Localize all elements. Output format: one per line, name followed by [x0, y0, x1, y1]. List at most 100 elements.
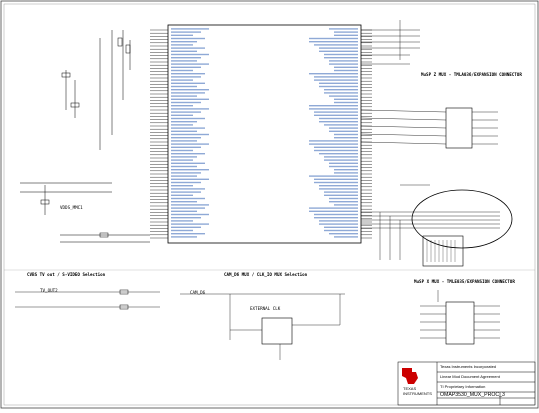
pin-name-mark [314, 44, 358, 46]
pin-name-mark [334, 137, 358, 139]
pin-name-mark [324, 226, 358, 228]
pin-name-mark [171, 137, 201, 139]
z-mux-wires [360, 109, 498, 145]
pin-name-mark [314, 79, 358, 81]
title-block [397, 361, 536, 406]
pin-name-mark [171, 53, 209, 56]
cam-mux-wires [180, 293, 345, 360]
top-right-wires [361, 20, 420, 65]
pin-name-mark [171, 185, 193, 187]
pin-name-mark [171, 188, 205, 190]
buffer-ic [422, 235, 464, 267]
pin-name-mark [171, 169, 209, 171]
pin-name-mark [171, 34, 193, 36]
pin-name-mark [319, 188, 358, 190]
pin-name-mark [309, 105, 358, 107]
cam-note: CAM_D6 [190, 290, 206, 295]
power-note: VDDS_MMC1 [60, 205, 83, 210]
part-number: OMAP3530_MUX_PROC_3 [440, 392, 505, 398]
pin-name-mark [324, 194, 358, 196]
pin-name-mark [171, 172, 201, 174]
pin-name-mark [329, 28, 358, 30]
pin-name-mark [171, 73, 205, 75]
pin-name-mark [171, 197, 205, 200]
pin-name-mark [171, 95, 197, 97]
pin-name-mark [171, 31, 201, 33]
pin-name-mark [319, 82, 358, 84]
pin-name-mark [171, 146, 201, 148]
pin-name-mark [171, 121, 197, 123]
pin-name-mark [171, 44, 193, 46]
pin-name-mark [329, 233, 358, 235]
pin-name-mark [171, 153, 205, 155]
pin-name-mark [324, 156, 358, 158]
pin-name-mark [171, 108, 209, 110]
pin-name-mark [314, 111, 358, 113]
pin-name-mark [319, 153, 358, 155]
pin-name-mark [171, 226, 201, 228]
pin-name-mark [171, 201, 197, 203]
pin-name-mark [171, 76, 201, 78]
pin-name-mark [171, 204, 209, 206]
cvbs-wires [15, 291, 160, 308]
pin-name-mark [334, 204, 358, 206]
pin-name-mark [319, 223, 358, 225]
pin-name-mark [309, 143, 358, 145]
pin-name-mark [171, 236, 197, 238]
cam-mux-ic [261, 317, 293, 345]
pin-name-mark [309, 37, 358, 40]
pin-name-mark [171, 159, 193, 161]
pin-name-mark [324, 89, 358, 91]
pin-name-mark [171, 194, 193, 196]
pin-name-mark [329, 201, 358, 203]
pin-name-mark [324, 57, 358, 59]
pin-name-mark [171, 69, 193, 72]
pin-name-mark [324, 124, 358, 126]
pin-name-mark [319, 85, 358, 88]
processor-right-pin-labels [309, 28, 358, 238]
pin-name-mark [171, 92, 205, 94]
pin-name-mark [171, 127, 205, 129]
pin-name-mark [319, 185, 358, 187]
pin-name-mark [324, 53, 358, 56]
pin-name-mark [329, 165, 358, 168]
x-mux-connector [445, 301, 475, 345]
pin-name-mark [171, 220, 193, 222]
pin-name-mark [171, 143, 209, 145]
processor-left-pin-labels [171, 28, 209, 238]
pin-name-mark [334, 101, 358, 104]
z-mux-connector [445, 107, 473, 149]
proprietary-notice: TI Proprietary Information [440, 384, 486, 389]
left-bus-lines [20, 30, 150, 243]
cvbs-title: CVBS TV out / S-VIDEO Selection [27, 272, 106, 277]
pin-name-mark [329, 162, 358, 164]
pin-name-mark [334, 98, 358, 100]
pin-name-mark [324, 229, 358, 232]
pin-name-mark [171, 79, 193, 81]
pin-name-mark [171, 175, 197, 177]
ti-logo-icon [402, 368, 418, 384]
pin-name-mark [171, 162, 205, 164]
pin-name-mark [329, 197, 358, 200]
tv-out-note: TV_OUT2 [40, 288, 58, 293]
pin-name-mark [171, 66, 201, 68]
pin-name-mark [171, 47, 205, 49]
pin-name-mark [309, 207, 358, 209]
sheet-inner-border [3, 3, 536, 406]
pin-name-mark [171, 101, 201, 104]
pin-name-mark [334, 34, 358, 36]
pin-name-mark [171, 82, 205, 84]
pin-name-mark [309, 73, 358, 75]
pin-name-mark [334, 31, 358, 33]
pin-name-mark [171, 50, 197, 52]
pin-name-mark [171, 233, 205, 235]
pin-name-mark [171, 37, 205, 40]
pin-name-mark [314, 149, 358, 152]
pin-name-mark [329, 127, 358, 129]
pin-name-mark [171, 191, 201, 193]
pin-name-mark [319, 220, 358, 222]
pin-name-mark [171, 89, 209, 91]
processor-right-pins [361, 29, 372, 239]
pin-name-mark [171, 133, 209, 136]
pin-name-mark [319, 121, 358, 123]
